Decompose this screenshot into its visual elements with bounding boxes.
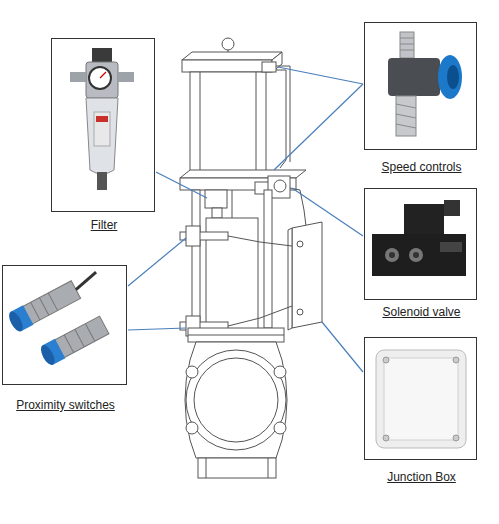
part-label: Proximity switches [16, 398, 115, 412]
part-label: Filter [91, 218, 118, 232]
photo-frame: Filter [51, 38, 155, 212]
part-label: Junction Box [387, 470, 456, 484]
photo-frame: Proximity switches [2, 265, 127, 385]
photo-frame: Solenoid valve [364, 188, 477, 300]
part-label: Speed controls [381, 160, 461, 174]
part-label: Solenoid valve [382, 305, 460, 319]
photo-frame: Junction Box [364, 337, 477, 460]
photo-frame: Speed controls [364, 22, 477, 150]
